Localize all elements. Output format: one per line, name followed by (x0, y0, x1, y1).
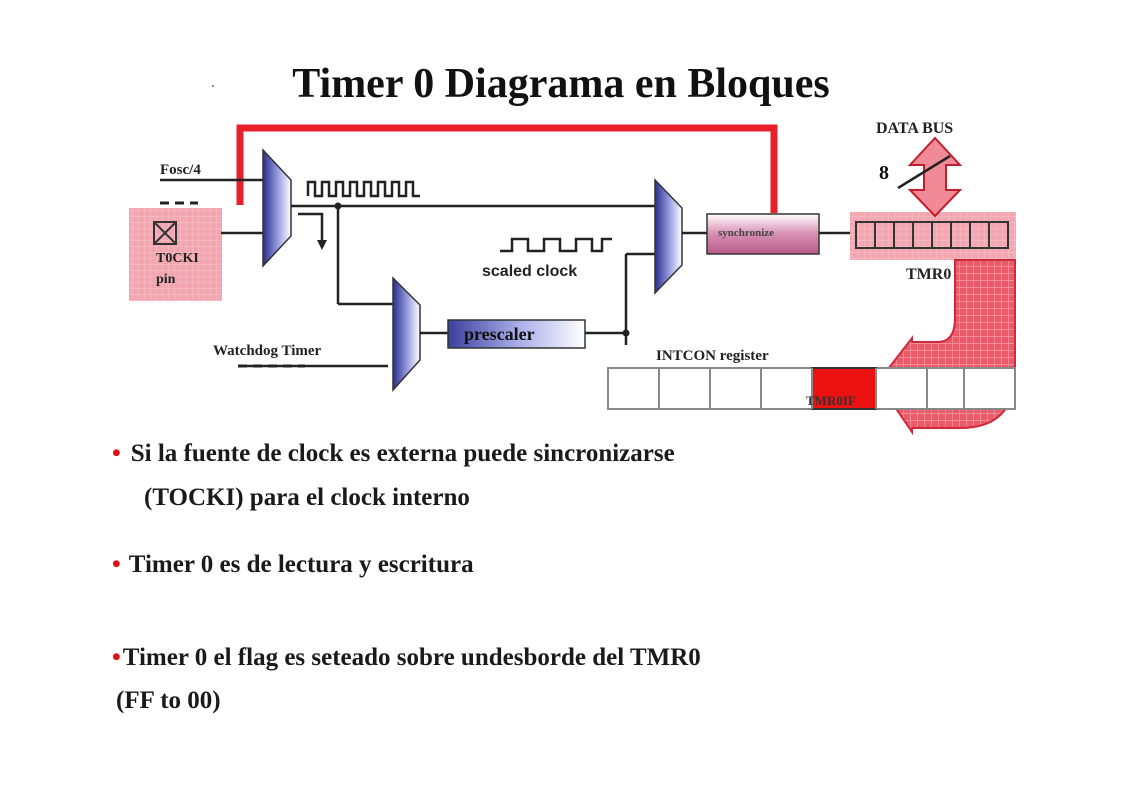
tocki-pin-label-2: pin (156, 272, 176, 287)
bullet-1: • Si la fuente de clock es externa puede … (112, 440, 675, 468)
tocki-pin-symbol (153, 221, 177, 245)
fosc-label: Fosc/4 (160, 162, 201, 178)
tmr0-register (855, 221, 1009, 249)
synchronize-block (706, 213, 820, 255)
bullet-3: •Timer 0 el flag es seteado sobre undesb… (112, 644, 701, 672)
clock-waveform (306, 180, 420, 198)
data-bus-label: DATA BUS (876, 120, 954, 137)
scaled-clock-label: scaled clock (482, 263, 578, 280)
bus-width-label: 8 (879, 162, 889, 184)
tmr0if-label: TMR0IF (806, 393, 856, 408)
clock-source-mux (262, 148, 292, 268)
tmr0if-bit (811, 367, 877, 410)
bullet-3-continuation: (FF to 00) (116, 687, 221, 714)
bus-width-slash (897, 154, 951, 190)
scaled-clock-waveform (500, 237, 612, 253)
prescaler-label: prescaler (464, 324, 535, 344)
red-sync-bypass-line (236, 124, 778, 213)
bullet-1-continuation: (TOCKI) para el clock interno (144, 484, 470, 511)
slide-title: Timer 0 Diagrama en Bloques (292, 61, 830, 107)
tocki-pin-label: T0CKI (156, 251, 199, 266)
bullet-dot: • (112, 440, 121, 467)
synchronize-label: synchronize (718, 227, 775, 239)
bullet-1-text: Si la fuente de clock es externa puede s… (130, 440, 675, 467)
prescaler-block (447, 319, 586, 349)
intcon-label: INTCON register (656, 348, 769, 364)
bullet-dot: • (112, 551, 121, 578)
bullet-2: • Timer 0 es de lectura y escritura (112, 551, 474, 579)
bullet-dot: • (112, 644, 121, 671)
prescaler-select-mux (392, 276, 421, 392)
bullet-3-text: Timer 0 el flag es seteado sobre undesbo… (122, 644, 701, 671)
bullet-2-text: Timer 0 es de lectura y escritura (128, 551, 474, 578)
sync-select-mux (654, 178, 683, 295)
tmr0-label: TMR0 (906, 266, 952, 283)
intcon-register (607, 367, 1016, 410)
watchdog-label: Watchdog Timer (213, 343, 322, 359)
